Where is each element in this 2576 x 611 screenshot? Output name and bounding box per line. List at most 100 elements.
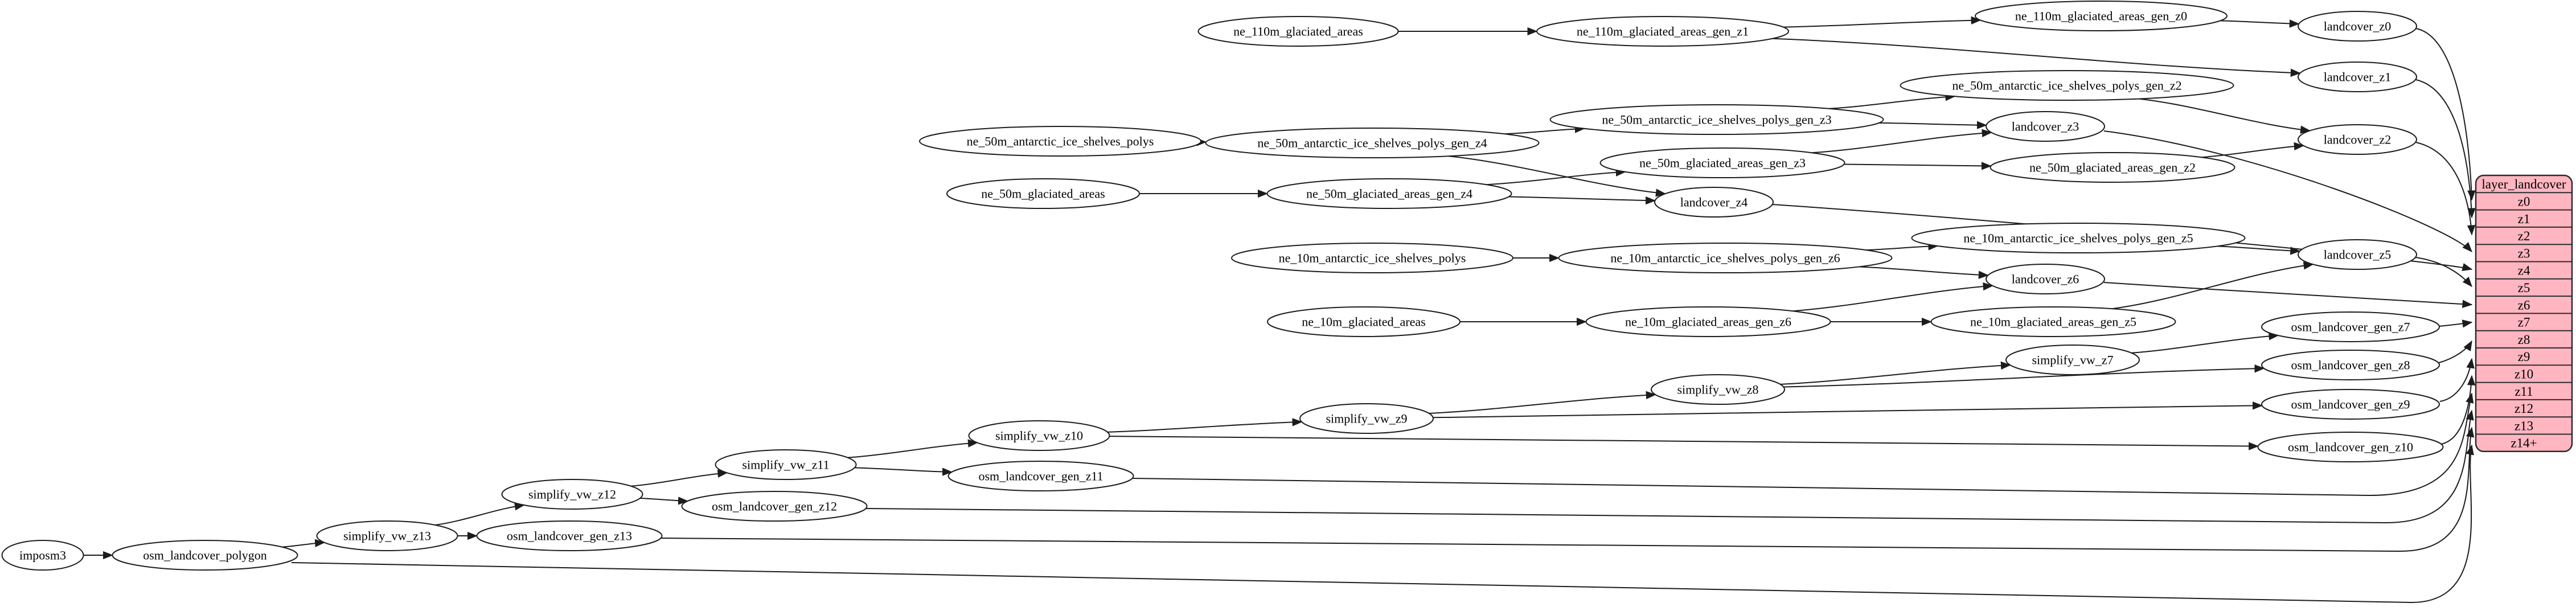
node-osm_landcover_gen_z10: osm_landcover_gen_z10 [2257, 432, 2444, 462]
node-label-simplify_vw_z7: simplify_vw_z7 [2032, 353, 2114, 367]
node-simplify_vw_z7: simplify_vw_z7 [2005, 345, 2140, 375]
node-ne_10m_glaciated_areas_gen_z6: ne_10m_glaciated_areas_gen_z6 [1585, 306, 1831, 337]
node-label-osm_landcover_gen_z12: osm_landcover_gen_z12 [712, 499, 837, 514]
table-row-z1: z1 [2476, 209, 2572, 226]
table-row-label-z11: z11 [2515, 384, 2533, 399]
node-ellipse-osm_landcover_gen_z8 [2261, 350, 2440, 380]
node-label-ne_50m_antarctic_ice_shelves_polys_gen_z3: ne_50m_antarctic_ice_shelves_polys_gen_z… [1602, 113, 1831, 127]
node-ellipse-ne_110m_glaciated_areas_gen_z0 [1975, 1, 2228, 31]
node-ellipse-ne_50m_glaciated_areas_gen_z4 [1266, 178, 1512, 209]
edge-ne_50m_antarctic_ice_shelves_polys_gen_z4-to-ne_50m_antarctic_ice_shelves_polys_gen_z3 [1504, 125, 1585, 135]
edge-osm_landcover_gen_z8-to-table-z8 [2438, 340, 2472, 363]
node-simplify_vw_z13: simplify_vw_z13 [316, 520, 458, 551]
node-ne_50m_glaciated_areas_gen_z4: ne_50m_glaciated_areas_gen_z4 [1266, 178, 1512, 209]
table-row-label-z8: z8 [2518, 333, 2530, 347]
table-row-z9: z9 [2476, 347, 2572, 364]
table-row-label-z3: z3 [2518, 246, 2530, 260]
node-ellipse-ne_10m_glaciated_areas [1267, 306, 1461, 337]
edge-ne_110m_glaciated_areas_gen_z1-to-ne_110m_glaciated_areas_gen_z0 [1783, 16, 1982, 28]
node-ellipse-ne_50m_antarctic_ice_shelves_polys [919, 126, 1201, 157]
node-ellipse-ne_50m_antarctic_ice_shelves_polys_gen_z4 [1205, 128, 1540, 158]
node-ellipse-ne_10m_antarctic_ice_shelves_polys_gen_z6 [1558, 243, 1893, 273]
edge-simplify_vw_z11-to-osm_landcover_gen_z11 [854, 467, 953, 476]
edge-ne_50m_glaciated_areas_gen_z3-to-landcover_z3 [1811, 129, 1992, 154]
node-ellipse-osm_landcover_gen_z10 [2257, 432, 2444, 462]
node-ellipse-imposm3 [1, 540, 84, 571]
node-ellipse-simplify_vw_z13 [316, 520, 458, 551]
edge-ne_50m_glaciated_areas_gen_z4-to-landcover_z4 [1508, 196, 1656, 205]
node-label-osm_landcover_gen_z8: osm_landcover_gen_z8 [2291, 358, 2410, 372]
node-simplify_vw_z12: simplify_vw_z12 [501, 479, 643, 510]
node-ellipse-landcover_z0 [2298, 11, 2417, 42]
node-label-ne_110m_glaciated_areas_gen_z0: ne_110m_glaciated_areas_gen_z0 [2015, 9, 2187, 23]
node-label-ne_10m_antarctic_ice_shelves_polys_gen_z5: ne_10m_antarctic_ice_shelves_polys_gen_z… [1963, 231, 2193, 245]
node-label-osm_landcover_gen_z9: osm_landcover_gen_z9 [2291, 397, 2410, 412]
table-row-z2: z2 [2476, 226, 2572, 243]
edge-ne_50m_antarctic_ice_shelves_polys_gen_z2-to-landcover_z2 [2138, 98, 2311, 134]
edge-ne_10m_glaciated_areas_gen_z6-to-landcover_z6 [1792, 282, 1993, 312]
edge-simplify_vw_z11-to-simplify_vw_z10 [847, 439, 978, 458]
node-ellipse-osm_landcover_polygon [112, 540, 298, 571]
edge-osm_landcover_gen_z10-to-table-z10 [2440, 375, 2476, 445]
node-label-osm_landcover_gen_z13: osm_landcover_gen_z13 [507, 529, 632, 543]
node-ellipse-simplify_vw_z8 [1651, 374, 1785, 405]
node-ellipse-ne_110m_glaciated_areas_gen_z1 [1536, 16, 1789, 47]
edge-ne_50m_antarctic_ice_shelves_polys_gen_z4-to-landcover_z4 [1448, 155, 1666, 197]
table-row-label-z6: z6 [2518, 298, 2530, 312]
table-title: layer_landcover [2481, 177, 2566, 191]
node-ellipse-ne_10m_antarctic_ice_shelves_polys [1231, 243, 1513, 273]
node-label-ne_10m_antarctic_ice_shelves_polys: ne_10m_antarctic_ice_shelves_polys [1279, 251, 1466, 265]
table-row-label-z14+: z14+ [2511, 436, 2537, 450]
table-row-label-z5: z5 [2518, 281, 2530, 295]
node-landcover_z3: landcover_z3 [1986, 111, 2105, 142]
edge-landcover_z1-to-table-z1 [2415, 79, 2476, 219]
node-ellipse-osm_landcover_gen_z7 [2261, 311, 2440, 342]
node-label-ne_50m_glaciated_areas_gen_z3: ne_50m_glaciated_areas_gen_z3 [1639, 156, 1806, 170]
edge-ne_10m_antarctic_ice_shelves_polys_gen_z6-to-landcover_z6 [1859, 266, 1989, 279]
node-label-ne_10m_glaciated_areas_gen_z5: ne_10m_glaciated_areas_gen_z5 [1970, 315, 2136, 329]
node-label-landcover_z0: landcover_z0 [2324, 19, 2392, 34]
node-label-ne_10m_antarctic_ice_shelves_polys_gen_z6: ne_10m_antarctic_ice_shelves_polys_gen_z… [1610, 251, 1840, 265]
node-ellipse-ne_50m_antarctic_ice_shelves_polys_gen_z3 [1549, 104, 1884, 135]
node-simplify_vw_z11: simplify_vw_z11 [715, 449, 857, 480]
node-ellipse-landcover_z6 [1986, 264, 2105, 294]
edge-ne_50m_glaciated_areas_gen_z3-to-ne_50m_glaciated_areas_gen_z2 [1844, 162, 1992, 170]
node-ne_50m_antarctic_ice_shelves_polys_gen_z3: ne_50m_antarctic_ice_shelves_polys_gen_z… [1549, 104, 1884, 135]
table-row-z8: z8 [2476, 330, 2572, 347]
node-ne_50m_glaciated_areas_gen_z2: ne_50m_glaciated_areas_gen_z2 [1990, 152, 2235, 183]
node-ellipse-ne_50m_glaciated_areas_gen_z2 [1990, 152, 2235, 183]
node-label-landcover_z3: landcover_z3 [2012, 120, 2079, 134]
node-ne_10m_glaciated_areas: ne_10m_glaciated_areas [1267, 306, 1461, 337]
table-row-z12: z12 [2476, 399, 2572, 416]
node-landcover_z0: landcover_z0 [2298, 11, 2417, 42]
node-imposm3: imposm3 [1, 540, 84, 571]
table-row-z6: z6 [2476, 296, 2572, 312]
node-label-ne_50m_glaciated_areas: ne_50m_glaciated_areas [981, 187, 1105, 201]
table-row-label-z7: z7 [2518, 315, 2530, 330]
node-ellipse-ne_10m_antarctic_ice_shelves_polys_gen_z5 [1911, 223, 2246, 253]
node-label-osm_landcover_gen_z7: osm_landcover_gen_z7 [2291, 320, 2410, 334]
node-ne_110m_glaciated_areas_gen_z1: ne_110m_glaciated_areas_gen_z1 [1536, 16, 1789, 47]
node-osm_landcover_gen_z7: osm_landcover_gen_z7 [2261, 311, 2440, 342]
node-ellipse-osm_landcover_gen_z9 [2261, 389, 2440, 420]
edge-ne_10m_antarctic_ice_shelves_polys_gen_z5-to-landcover_z5 [2217, 245, 2301, 255]
node-label-ne_10m_glaciated_areas: ne_10m_glaciated_areas [1302, 315, 1425, 329]
node-osm_landcover_gen_z13: osm_landcover_gen_z13 [476, 520, 663, 551]
node-label-osm_landcover_polygon: osm_landcover_polygon [143, 548, 267, 563]
table-row-z5: z5 [2476, 278, 2572, 295]
table-row-label-z0: z0 [2518, 194, 2530, 208]
node-label-simplify_vw_z8: simplify_vw_z8 [1677, 383, 1759, 397]
edge-simplify_vw_z12-to-simplify_vw_z11 [631, 469, 728, 487]
node-label-osm_landcover_gen_z10: osm_landcover_gen_z10 [2288, 440, 2413, 454]
node-ellipse-simplify_vw_z9 [1299, 403, 1434, 434]
node-ne_10m_antarctic_ice_shelves_polys: ne_10m_antarctic_ice_shelves_polys [1231, 243, 1513, 273]
node-label-landcover_z2: landcover_z2 [2324, 133, 2392, 147]
edge-osm_landcover_gen_z9-to-table-z9 [2439, 358, 2475, 402]
table-row-label-z9: z9 [2518, 350, 2530, 364]
edge-osm_landcover_gen_z7-to-table-z7 [2438, 319, 2473, 328]
table-row-z11: z11 [2476, 382, 2572, 399]
node-ellipse-landcover_z1 [2298, 61, 2417, 92]
table-row-label-z13: z13 [2515, 419, 2533, 433]
node-ne_10m_antarctic_ice_shelves_polys_gen_z6: ne_10m_antarctic_ice_shelves_polys_gen_z… [1558, 243, 1893, 273]
